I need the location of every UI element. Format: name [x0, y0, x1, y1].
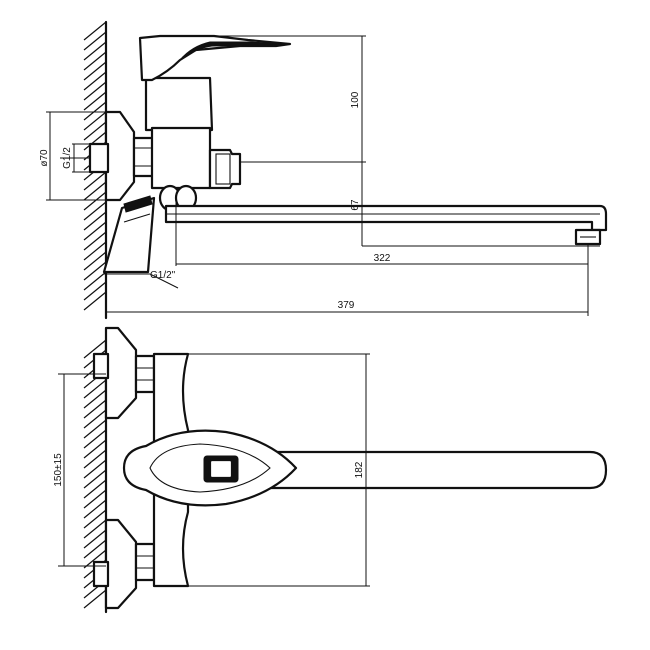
hatch-line [83, 81, 107, 101]
faucet-front-view [92, 326, 608, 610]
hatch-line [83, 539, 107, 559]
hatch-line [83, 281, 107, 301]
hatch-line [83, 131, 107, 151]
hatch-line [83, 449, 107, 469]
hatch-line [83, 409, 107, 429]
hatch-line [83, 479, 107, 499]
dim-379-label: 379 [338, 300, 355, 311]
hatch-line [83, 51, 107, 71]
hatch-line [83, 469, 107, 489]
hatch-line [83, 41, 107, 61]
hatch-line [83, 489, 107, 509]
hatch-line [83, 589, 107, 609]
hatch-line [83, 61, 107, 81]
hatch-line [83, 339, 107, 359]
hatch-line [83, 211, 107, 231]
hatch-line [83, 181, 107, 201]
hatch-line [83, 201, 107, 221]
hatch-line [83, 439, 107, 459]
hatch-line [83, 419, 107, 439]
hatch-line [83, 231, 107, 251]
dim-body-width-label: 182 [354, 461, 365, 478]
hatch-line [83, 499, 107, 519]
hatch-line [83, 251, 107, 271]
dim-100-label: 100 [350, 91, 361, 108]
hatch-line [83, 171, 107, 191]
hatch-line [83, 379, 107, 399]
hatch-line [83, 261, 107, 281]
hatch-line [83, 101, 107, 121]
dim-322-label: 322 [374, 253, 391, 264]
hatch-line [83, 389, 107, 409]
hatch-line [83, 291, 107, 311]
hatch-line [83, 271, 107, 291]
hatch-line [83, 509, 107, 529]
hatch-line [83, 519, 107, 539]
hatch-line [83, 221, 107, 241]
hatch-line [83, 549, 107, 569]
hatch-line [83, 121, 107, 141]
hatch-line [83, 529, 107, 549]
dim-centre-distance-label: 150±15 [53, 453, 64, 487]
faucet-side-view [60, 34, 608, 274]
hatch-line [83, 191, 107, 211]
dim-outlet-thread-label: G1/2" [150, 270, 176, 281]
hatch-line [83, 241, 107, 261]
hatch-line [83, 111, 107, 131]
hatch-line [83, 429, 107, 449]
dim-flange-diameter-label: ø70 [39, 149, 50, 167]
front-view-dimensions: 150±15 182 [53, 353, 370, 587]
dim-67-label: 67 [350, 199, 361, 211]
dim-inlet-thread-label: G1/2 [62, 147, 73, 169]
side-view-dimensions: 100 67 322 379 ø70 G1/2 G1/2" [39, 35, 600, 316]
hatch-line [83, 399, 107, 419]
hatch-line [83, 31, 107, 51]
hatch-line [83, 71, 107, 91]
hatch-line [83, 91, 107, 111]
hatch-line [83, 459, 107, 479]
hatch-line [83, 21, 107, 41]
